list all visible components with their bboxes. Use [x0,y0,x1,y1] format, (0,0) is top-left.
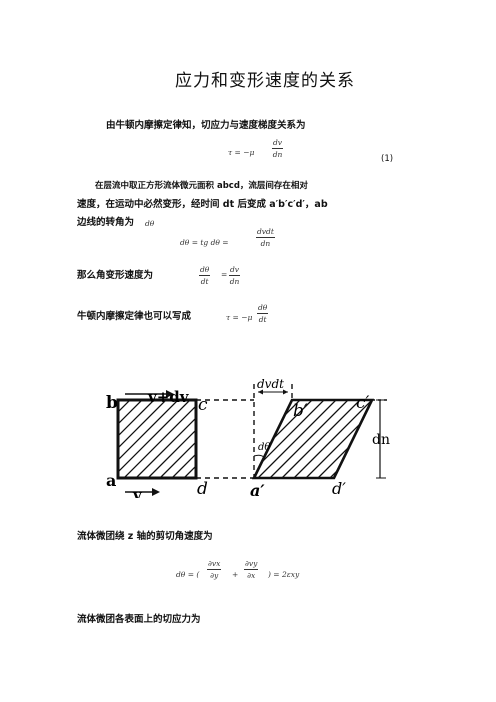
eq4-fraction: dθ dt [257,302,269,325]
paragraph-element-c: 边线的转角为 [77,217,135,228]
eq2-fraction: dvdt dn [256,226,275,249]
eq5-numerator-1: ∂vx [207,559,222,570]
eq5-fraction-2: ∂vy ∂x [244,558,259,581]
eq1-lhs: τ = −μ [228,148,255,157]
eq1-numerator: dv [272,138,284,149]
original-square [116,398,198,480]
page-title: 应力和变形速度的关系 [175,71,355,91]
label-dtheta: dθ [258,442,270,453]
equation-number: (1) [381,154,394,164]
label-v: v [132,486,143,498]
eq3-numerator-left: dθ [199,265,211,276]
paragraph-element-b: 速度，在运动中必然变形，经时间 dt 后变成 a′b′c′d′，ab [77,199,328,210]
eq5-fraction-1: ∂vx ∂y [207,558,222,581]
label-d-prime: d′ [332,479,346,498]
eq1-denominator: dn [272,150,283,159]
paragraph-newton-law: 由牛顿内摩擦定律知，切应力与速度梯度关系为 [106,120,306,131]
eq3-equals: = [221,270,228,279]
eq3-denominator-left: dt [200,277,209,286]
label-d: d [197,479,208,498]
label-b: b [106,393,118,413]
label-dvdt: dvdt [257,378,284,391]
eq5-rhs: ) = 2εxy [268,570,300,579]
paragraph-surface-stress: 流体微团各表面上的切应力为 [77,614,201,625]
label-v-plus-dv: v+dv [147,388,190,406]
eq5-lhs: dθ = ( [176,570,200,579]
label-a: a [106,471,116,490]
eq2-lhs: dθ = tg dθ = [180,238,229,247]
eq5-numerator-2: ∂vy [244,559,259,570]
label-c: c [198,395,208,415]
label-c-prime: c′ [356,393,370,413]
label-a-prime: a′ [250,481,265,498]
paragraph-newton-rewrite: 牛顿内摩擦定律也可以写成 [77,311,192,322]
deformation-figure: b v+dv c a v d dvdt dθ b′ c′ a′ d′ dn [106,378,390,498]
eq5-plus: + [232,570,239,579]
paragraph-angular-rate: 那么角变形速度为 [77,270,154,281]
eq4-denominator: dt [258,315,267,324]
eq2-denominator: dn [260,239,271,248]
eq3-numerator-right: dv [229,265,241,276]
eq3-fraction-left: dθ dt [199,264,211,287]
eq1-fraction: dv dn [272,137,284,160]
eq4-numerator: dθ [257,303,269,314]
eq3-denominator-right: dn [229,277,240,286]
paragraph-element-a: 在层流中取正方形流体微元面积 abcd，流层间存在相对 [95,181,308,191]
eq2-numerator: dvdt [256,227,275,238]
label-b-prime: b′ [293,401,308,421]
eq4-lhs: τ = −μ [226,313,253,322]
eq5-denominator-1: ∂y [210,571,219,580]
label-dn: dn [372,432,390,448]
paragraph-shear-rate: 流体微团绕 z 轴的剪切角速度为 [77,531,213,542]
eq3-fraction-right: dv dn [229,264,241,287]
rotation-angle-symbol: dθ [145,219,155,228]
eq5-denominator-2: ∂x [247,571,256,580]
angle-arc [253,454,265,458]
